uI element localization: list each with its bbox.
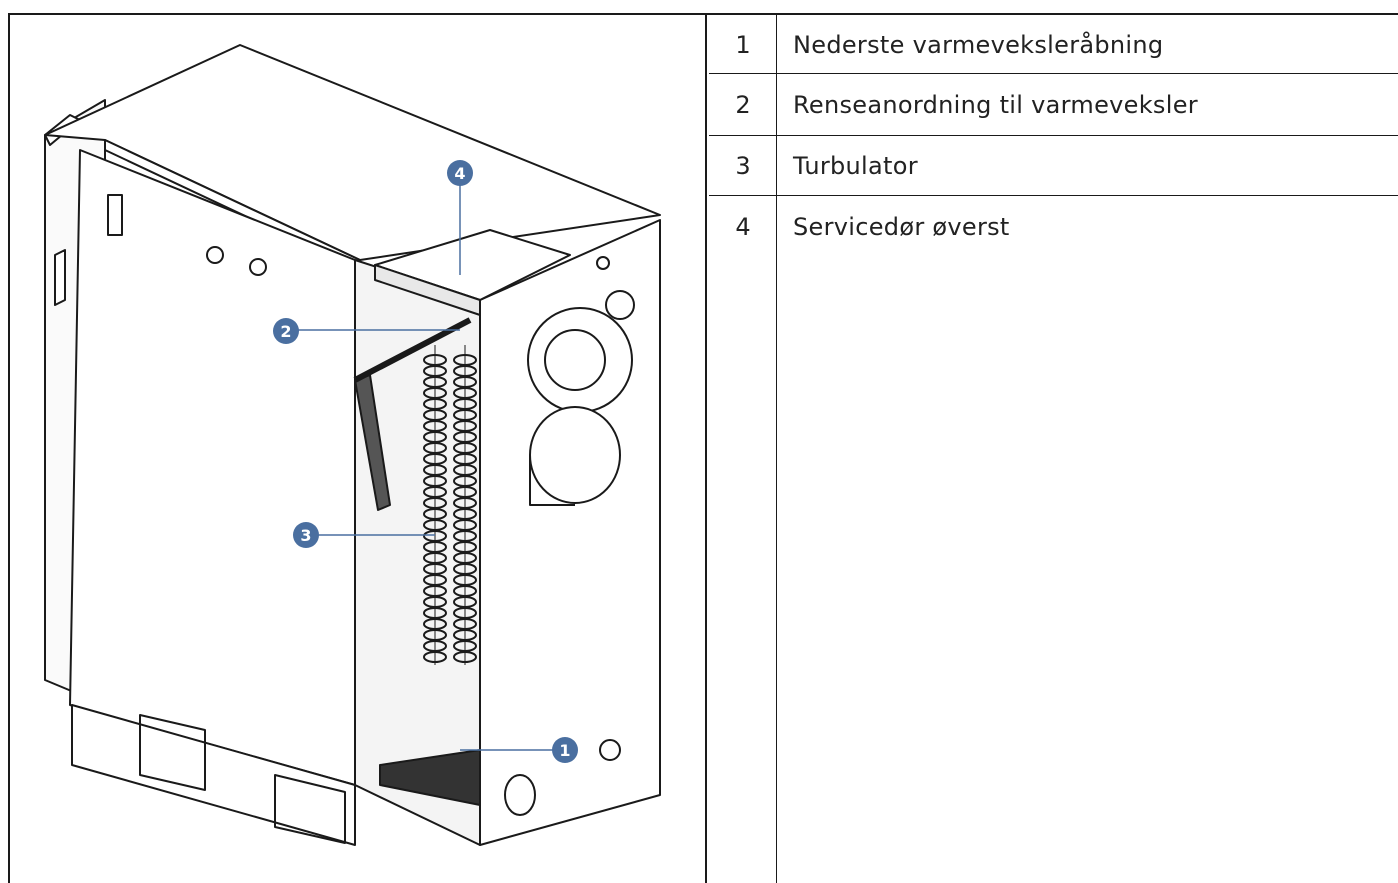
legend-label: Turbulator [793, 152, 918, 180]
boiler-illustration-cell: 4 2 3 1 [10, 15, 707, 883]
callout-1-number: 1 [559, 741, 570, 760]
legend-row: 1 Nederste varmeveksleråbning [709, 15, 1398, 74]
boiler-illustration: 4 2 3 1 [44, 44, 661, 846]
legend-number: 2 [735, 91, 751, 119]
legend-row: 2 Renseanordning til varmeveksler [709, 74, 1398, 136]
callout-4-number: 4 [454, 164, 465, 183]
callout-3: 3 [293, 522, 319, 548]
callout-1-badge [552, 737, 578, 763]
callout-2-badge [273, 318, 299, 344]
legend-label: Nederste varmeveksleråbning [793, 31, 1164, 59]
table-frame [8, 13, 1398, 883]
legend-label: Renseanordning til varmeveksler [793, 91, 1198, 119]
legend-number: 1 [735, 31, 751, 59]
callout-4: 4 [447, 160, 473, 186]
legend-number: 3 [735, 152, 751, 180]
turbulator-coil [453, 651, 477, 663]
callout-2: 2 [273, 318, 299, 344]
callout-3-number: 3 [300, 526, 311, 545]
callout-2-number: 2 [280, 322, 291, 341]
callout-3-badge [293, 522, 319, 548]
turbulator-coil [423, 651, 447, 663]
legend-table: 1 Nederste varmeveksleråbning 2 Renseano… [709, 15, 1398, 883]
legend-label: Servicedør øverst [793, 213, 1010, 241]
legend-row: 3 Turbulator [709, 136, 1398, 196]
legend-column-divider [776, 15, 777, 883]
legend-number: 4 [735, 213, 751, 241]
callout-1: 1 [552, 737, 578, 763]
legend-row: 4 Servicedør øverst [709, 196, 1398, 883]
callout-4-badge [447, 160, 473, 186]
